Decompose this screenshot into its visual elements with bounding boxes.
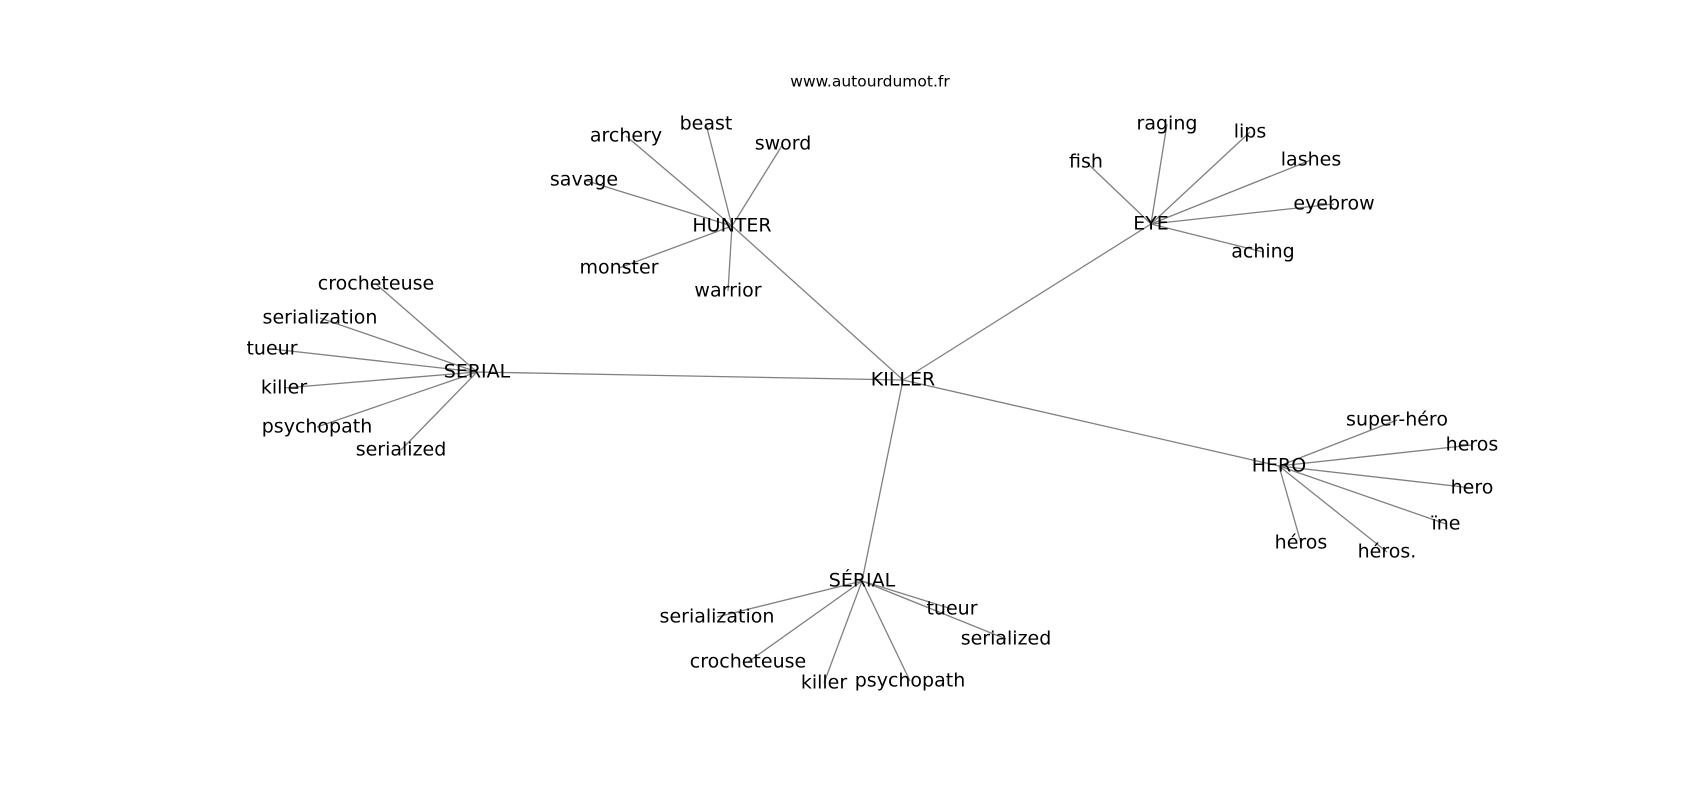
edge-root-eye — [902, 223, 1152, 381]
edge-hero-word — [1278, 444, 1473, 467]
edge-hero-word — [1278, 465, 1302, 544]
word-node: killer — [261, 377, 308, 399]
word-node: héros. — [1358, 541, 1417, 563]
edge-hunter-word — [618, 225, 733, 269]
edge-eye-word — [1150, 223, 1264, 253]
edge-serial-accent-word — [716, 580, 863, 618]
word-node: tueur — [246, 338, 297, 360]
word-node: héros — [1275, 532, 1328, 554]
word-node: lips — [1234, 121, 1267, 143]
edge-eye-word — [1150, 159, 1312, 225]
word-node: ïne — [1430, 513, 1460, 535]
word-node: tueur — [926, 598, 977, 620]
edge-eye-word — [1085, 161, 1152, 225]
edge-serial-word — [400, 371, 478, 451]
edge-hunter-word — [583, 179, 733, 227]
word-node: serialized — [356, 439, 447, 461]
edge-root-serial-accent — [861, 379, 904, 582]
edge-serial-accent-word — [861, 580, 1007, 640]
edge-eye-word — [1150, 123, 1168, 225]
edge-serial-word — [271, 348, 478, 373]
word-node: fish — [1069, 151, 1103, 173]
word-node: hero — [1451, 477, 1494, 499]
edge-eye-word — [1150, 131, 1251, 225]
edge-root-serial — [476, 371, 904, 381]
word-node: aching — [1231, 241, 1295, 263]
edge-root-hero — [902, 379, 1280, 467]
word-node: sword — [755, 133, 812, 155]
word-node: monster — [579, 257, 658, 279]
hub-node-serial-accent: SÉRIAL — [829, 569, 896, 592]
word-node: archery — [590, 125, 662, 147]
word-node: savage — [550, 169, 618, 191]
labels-layer: HUNTER archery beast sword savage monster warr… — [246, 113, 1498, 694]
root-node-killer: KILLER — [871, 369, 935, 391]
edge-hunter-word — [731, 143, 784, 227]
edge-serial-word — [375, 283, 478, 373]
edge-serial-accent-word — [861, 580, 953, 610]
hub-node-eye: EYE — [1133, 213, 1169, 235]
source-watermark: www.autourdumot.fr — [790, 73, 950, 91]
word-node: raging — [1137, 113, 1198, 135]
edge-serial-word — [316, 371, 478, 428]
word-node: serialized — [961, 628, 1052, 650]
edge-serial-accent-word — [747, 580, 863, 663]
word-node: psychopath — [855, 670, 966, 692]
edge-serial-accent-word — [861, 580, 911, 682]
hub-node-serial: SERIAL — [444, 361, 511, 383]
edge-hero-word — [1278, 465, 1388, 553]
word-node: psychopath — [262, 416, 373, 438]
word-node: killer — [801, 672, 848, 694]
edge-serial-accent-word — [823, 580, 863, 684]
edge-hunter-word — [705, 123, 733, 227]
edge-hero-word — [1278, 465, 1447, 525]
edge-eye-word — [1150, 203, 1335, 225]
edge-serial-word — [283, 371, 478, 389]
edge-hero-word — [1278, 465, 1473, 489]
word-node: eyebrow — [1293, 193, 1374, 215]
word-node: lashes — [1281, 149, 1341, 171]
hub-node-hero: HERO — [1252, 455, 1306, 477]
word-node: crocheteuse — [318, 273, 434, 295]
word-node: beast — [680, 113, 733, 135]
edges-layer — [271, 123, 1473, 684]
edge-serial-word — [319, 317, 478, 373]
edge-hunter-word — [727, 225, 733, 292]
word-node: heros — [1446, 434, 1499, 456]
word-node: crocheteuse — [690, 651, 806, 673]
edge-root-hunter — [731, 225, 904, 381]
hub-node-hunter: HUNTER — [692, 215, 771, 237]
edge-hero-word — [1278, 419, 1398, 467]
word-node: serialization — [263, 307, 378, 329]
word-node: warrior — [694, 280, 761, 302]
edge-hunter-word — [625, 135, 733, 227]
word-node: serialization — [660, 606, 775, 628]
word-node: super-héro — [1346, 409, 1448, 431]
